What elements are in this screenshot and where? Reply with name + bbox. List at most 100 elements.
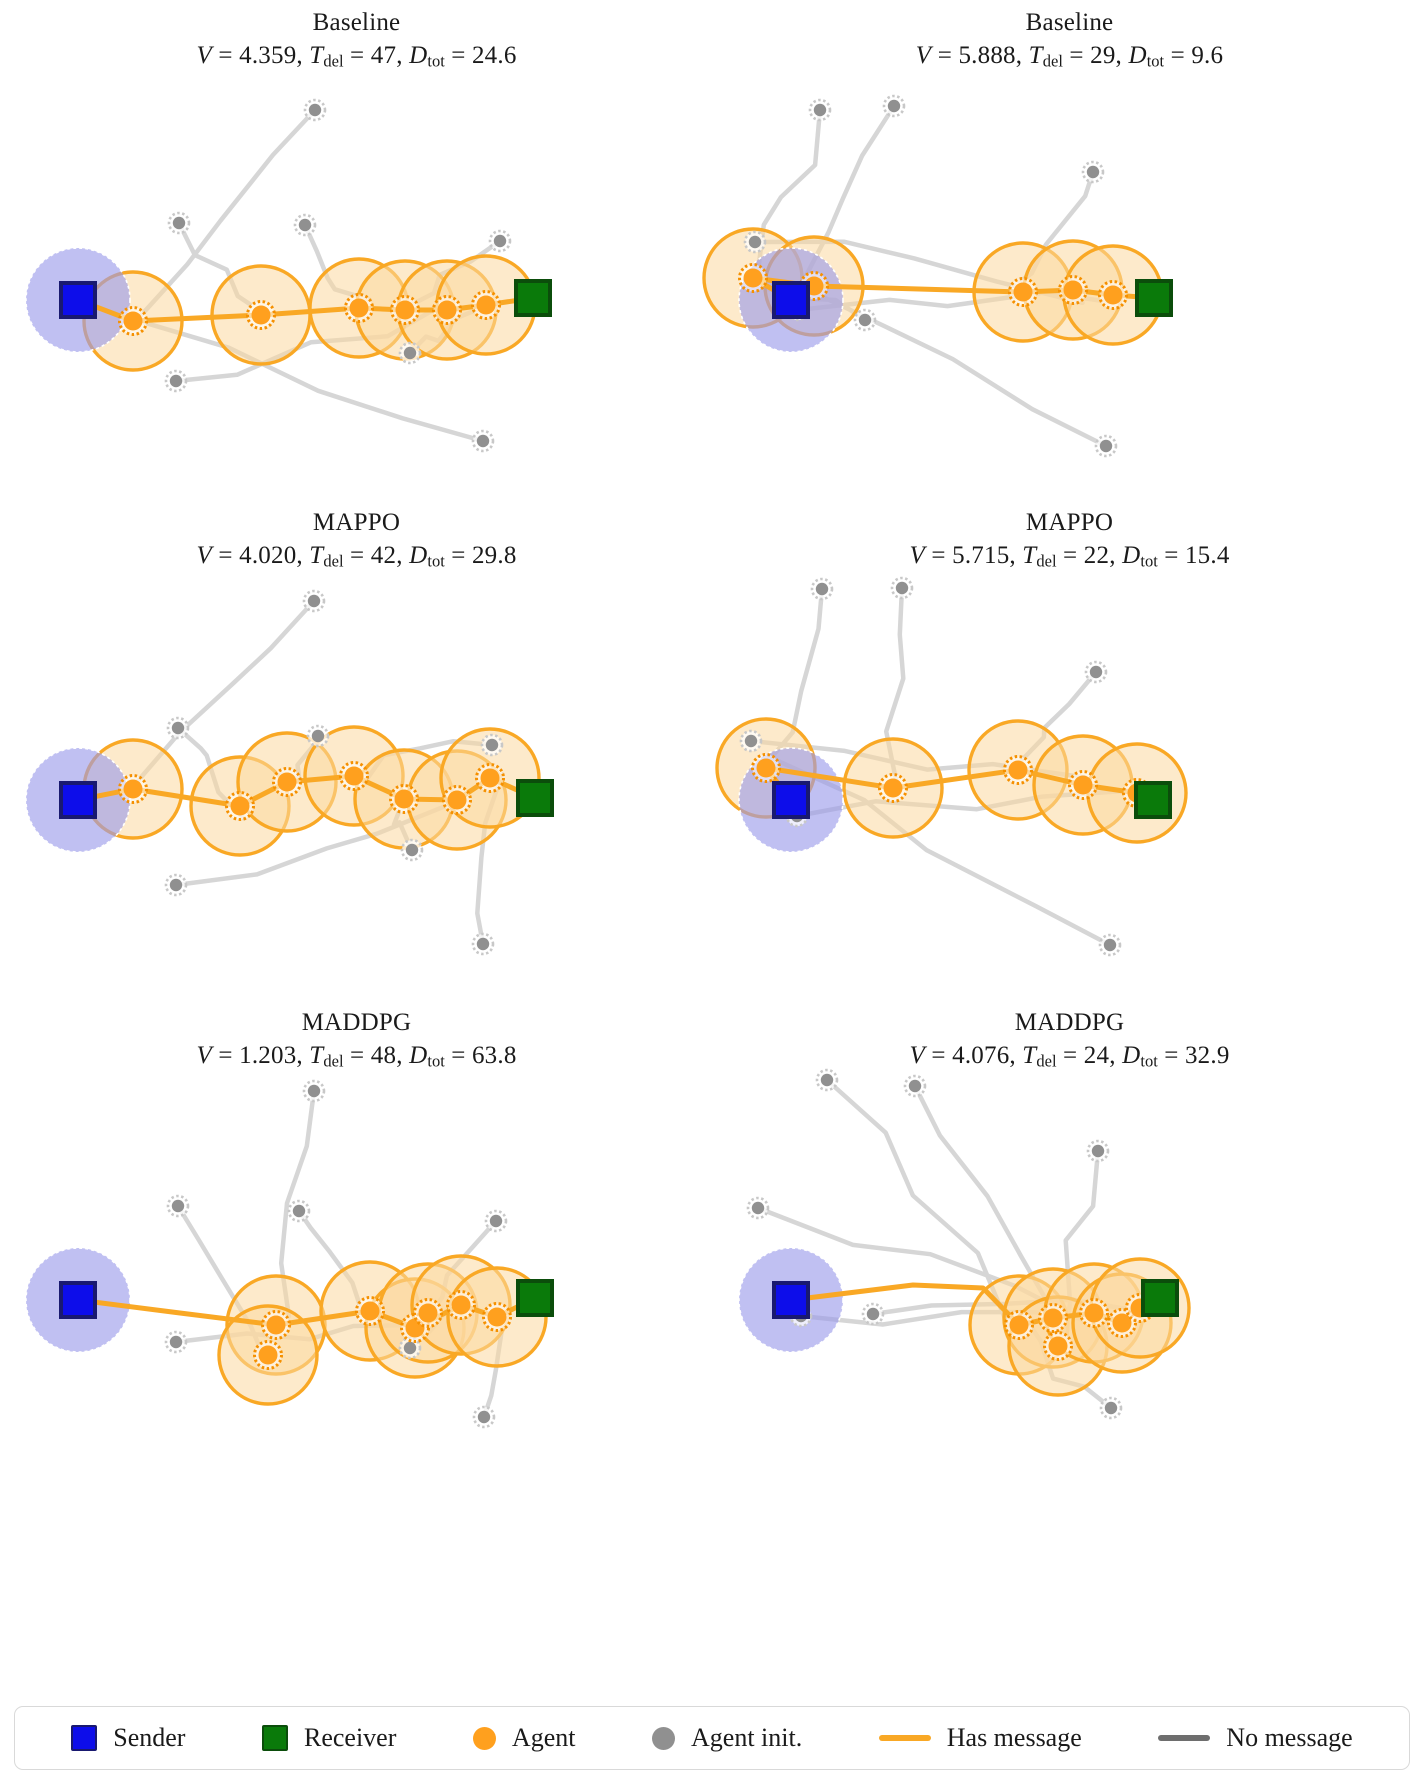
metric-subscript: tot (1146, 51, 1165, 71)
metric-separator: , (1015, 42, 1029, 69)
panel-baseline-left: Baseline V = 4.359, Tdel = 47, Dtot = 24.… (0, 0, 713, 500)
plot-area-maddpg-left (0, 1078, 713, 1498)
agent-init-marker (808, 98, 832, 122)
metric-subscript: del (323, 1051, 344, 1071)
metric-value-v: 4.359 (239, 42, 297, 69)
figure-legend: Sender Receiver Agent Agent init. Has messag… (14, 1706, 1410, 1770)
sender-marker (772, 781, 810, 819)
metric-equals: = (1164, 42, 1192, 69)
agent-marker (1043, 1331, 1073, 1361)
agent-init-marker (166, 1194, 190, 1218)
agent-marker (390, 295, 420, 325)
circle-orange-icon (472, 1726, 496, 1750)
legend-label: Receiver (304, 1723, 397, 1752)
trajectory-canvas (715, 576, 1188, 957)
sender-marker (59, 1281, 97, 1319)
agent-marker (751, 753, 781, 783)
metric-symbol-v: V (196, 542, 212, 569)
metric-subscript: del (323, 551, 344, 571)
metric-equals: = (444, 542, 472, 569)
legend-item-sender: Sender (71, 1723, 185, 1753)
agent-marker (738, 263, 768, 293)
metric-separator: , (1115, 42, 1129, 69)
metric-separator: , (1109, 542, 1123, 569)
metric-value-d: 63.8 (471, 1042, 517, 1069)
agent-init-marker (302, 1079, 326, 1103)
agent-marker (344, 293, 374, 323)
metric-subscript: del (1042, 51, 1063, 71)
metric-subscript: tot (427, 551, 445, 571)
metric-separator: , (396, 542, 410, 569)
metric-separator: , (396, 1042, 410, 1069)
agent-init-marker (853, 308, 877, 332)
metric-equals: = (444, 1042, 472, 1069)
legend-item-agent-init: Agent init. (652, 1723, 802, 1753)
metric-value-t: 22 (1083, 542, 1110, 569)
receiver-marker (516, 1279, 554, 1317)
panel-algorithm-name: Baseline (312, 9, 401, 36)
metric-value-v: 5.888 (958, 42, 1016, 69)
legend-label: Sender (113, 1723, 186, 1752)
receiver-marker (1141, 1279, 1179, 1317)
agent-marker (1058, 275, 1088, 305)
agent-init-marker (815, 1068, 839, 1092)
metric-equals: = (1056, 542, 1084, 569)
agent-marker (1003, 755, 1033, 785)
agent-marker (1079, 1298, 1109, 1328)
agent-marker (475, 763, 505, 793)
metric-separator: , (296, 542, 310, 569)
metric-equals: = (1157, 1042, 1185, 1069)
agent-marker (246, 300, 276, 330)
agent-init-marker (471, 429, 495, 453)
metric-value-v: 5.715 (952, 542, 1010, 569)
agent-init-marker (1098, 933, 1122, 957)
legend-item-agent: Agent (472, 1723, 575, 1753)
agent-marker (253, 1340, 283, 1370)
agent-marker (355, 1296, 385, 1326)
agent-marker (446, 1290, 476, 1320)
metric-symbol-v: V (909, 1042, 925, 1069)
metric-value-d: 24.6 (471, 42, 517, 69)
circle-gray-icon (652, 1726, 675, 1750)
metric-value-t: 42 (370, 542, 397, 569)
metric-equals: = (343, 42, 371, 69)
agent-init-marker (1081, 160, 1105, 184)
agent-marker (432, 295, 462, 325)
metric-equals: = (211, 1042, 240, 1069)
agent-init-marker (472, 1405, 496, 1429)
agent-init-marker (398, 341, 422, 365)
legend-label: Agent init. (691, 1723, 803, 1752)
sender-marker (772, 1281, 810, 1319)
trajectory-canvas (702, 94, 1173, 458)
agent-init-marker (746, 1196, 770, 1220)
agent-init-marker (488, 229, 512, 253)
panel-algorithm-name: MADDPG (301, 1009, 412, 1036)
agent-marker (400, 1313, 430, 1343)
agent-init-marker (167, 211, 191, 235)
metric-value-d: 9.6 (1191, 42, 1224, 69)
agent-marker (1038, 1303, 1068, 1333)
panel-metrics: V = 4.359, Tdel = 47, Dtot = 24.6 (0, 39, 713, 78)
metric-subscript: tot (427, 51, 445, 71)
agent-init-marker (903, 1074, 927, 1098)
metric-separator: , (1009, 542, 1023, 569)
metric-equals: = (931, 42, 959, 69)
metric-symbol-t: T (309, 42, 324, 69)
panel-algorithm-name: MADDPG (1014, 1009, 1125, 1036)
panel-title-baseline-left: Baseline V = 4.359, Tdel = 47, Dtot = 24.… (0, 6, 713, 78)
metric-symbol-t: T (1028, 42, 1043, 69)
line-orange-icon (878, 1735, 931, 1741)
metric-value-t: 47 (370, 42, 397, 69)
plot-area-mappo-left (0, 578, 713, 998)
plot-area-mappo-right (713, 576, 1426, 998)
legend-label: Has message (946, 1723, 1082, 1752)
plot-area-maddpg-right (713, 1068, 1426, 1498)
